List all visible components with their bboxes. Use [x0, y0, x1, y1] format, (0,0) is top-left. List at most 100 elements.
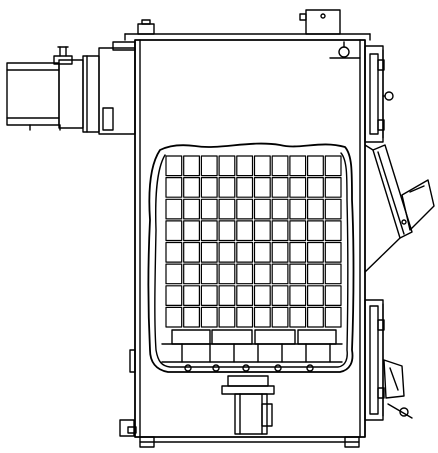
exchanger-cell: [253, 220, 271, 242]
lower-door-frame: [364, 299, 384, 421]
exchanger-cell: [236, 241, 254, 263]
upper-door: [364, 45, 394, 143]
exchanger-cell: [236, 306, 254, 328]
exchanger-cell: [183, 285, 200, 306]
grate-block: [254, 329, 296, 345]
exchanger-cell: [289, 220, 307, 242]
exchanger-cell: [165, 177, 183, 198]
exchanger-cell: [289, 241, 307, 263]
exchanger-cell: [200, 263, 218, 285]
thermostat-knob: [338, 46, 350, 58]
exchanger-cell: [236, 220, 254, 242]
lower-door-handle: [383, 359, 405, 399]
exchanger-cell: [183, 155, 200, 177]
lower-door-latch: [399, 407, 409, 417]
exchanger-cell: [271, 306, 289, 328]
exchanger-cell: [289, 263, 307, 285]
upper-door-latch: [384, 91, 394, 101]
exchanger-cell: [218, 285, 236, 306]
exchanger-cell: [218, 177, 236, 198]
exchanger-cell: [324, 241, 342, 263]
exchanger-cell: [165, 241, 183, 263]
exchanger-cell: [253, 198, 271, 220]
top-fitting: [305, 9, 341, 35]
exchanger-cell: [307, 306, 324, 328]
exchanger-cell: [253, 241, 271, 263]
opened-door-panel: [372, 144, 413, 239]
exchanger-cell: [200, 241, 218, 263]
burner-flange: [58, 59, 84, 129]
exchanger-cell: [183, 241, 200, 263]
exchanger-cell: [253, 306, 271, 328]
opened-door: [364, 144, 435, 273]
exchanger-cell: [236, 198, 254, 220]
exchanger-cell: [253, 285, 271, 306]
exchanger-cell: [200, 198, 218, 220]
burner-assembly: [6, 41, 136, 135]
grate-blocks: [161, 329, 343, 372]
boiler-body: [119, 9, 371, 448]
opened-door-handle: [401, 179, 435, 231]
grate-block: [211, 329, 253, 345]
exchanger-cell: [289, 177, 307, 198]
exchanger-cell: [271, 220, 289, 242]
exchanger-cell: [271, 177, 289, 198]
exchanger-cell: [218, 263, 236, 285]
exchanger-cell: [200, 155, 218, 177]
exchanger-cell: [165, 220, 183, 242]
exchanger-cell: [165, 263, 183, 285]
exchanger-cell: [165, 198, 183, 220]
exchanger-cell: [289, 306, 307, 328]
ash-box: [234, 393, 268, 435]
exchanger-cell: [307, 263, 324, 285]
exchanger-cell: [200, 285, 218, 306]
exchanger-cell: [253, 155, 271, 177]
exchanger-cell: [271, 198, 289, 220]
exchanger-cell: [218, 155, 236, 177]
exchanger-cell: [307, 198, 324, 220]
exchanger-cell: [183, 263, 200, 285]
burner-motor-housing: [6, 62, 60, 126]
exchanger-cell: [307, 177, 324, 198]
exchanger-cell: [236, 263, 254, 285]
exchanger-cell: [324, 263, 342, 285]
exchanger-cell: [253, 263, 271, 285]
exchanger-cell: [200, 177, 218, 198]
exchanger-cell: [307, 285, 324, 306]
exchanger-cell: [271, 285, 289, 306]
exchanger-cell: [307, 241, 324, 263]
exchanger-cell: [183, 306, 200, 328]
exchanger-cell: [165, 155, 183, 177]
exchanger-cell: [253, 177, 271, 198]
grate-block: [297, 329, 337, 345]
exchanger-cell: [324, 177, 342, 198]
exchanger-cell: [218, 220, 236, 242]
exchanger-cell: [271, 263, 289, 285]
ash-fixture: [221, 375, 275, 435]
exchanger-cell: [324, 285, 342, 306]
exchanger-cell: [236, 177, 254, 198]
exchanger-cell: [236, 155, 254, 177]
exchanger-cell: [307, 155, 324, 177]
heat-exchanger-outline: [147, 142, 355, 373]
top-bracket: [137, 23, 155, 35]
exchanger-cell: [324, 220, 342, 242]
exchanger-cell: [271, 241, 289, 263]
grate-block: [171, 329, 211, 345]
exchanger-cell: [324, 155, 342, 177]
exchanger-cell: [324, 306, 342, 328]
boiler-casing: [134, 39, 366, 438]
exchanger-grid: [165, 155, 342, 328]
exchanger-cell: [218, 198, 236, 220]
exchanger-cell: [200, 306, 218, 328]
exchanger-cell: [165, 306, 183, 328]
exchanger-cell: [307, 220, 324, 242]
exchanger-cell: [165, 285, 183, 306]
exchanger-cell: [218, 241, 236, 263]
exchanger-cell: [289, 285, 307, 306]
exchanger-cell: [236, 285, 254, 306]
exchanger-cell: [324, 198, 342, 220]
exchanger-cell: [200, 220, 218, 242]
burner-connector: [53, 55, 73, 65]
